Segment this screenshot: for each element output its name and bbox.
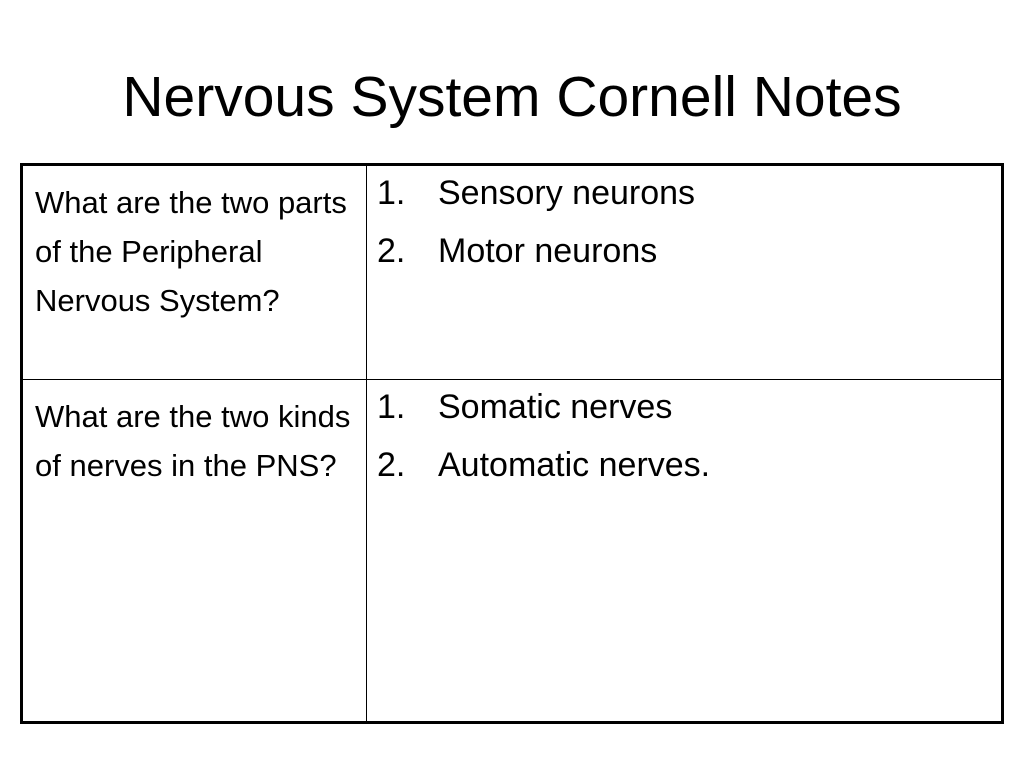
answer-list-1: 1. Sensory neurons 2. Motor neurons: [377, 173, 991, 271]
answer-text: Sensory neurons: [438, 174, 696, 212]
answer-item: 2. Automatic nerves.: [377, 445, 991, 485]
answer-text: Somatic nerves: [438, 388, 673, 426]
answer-item: 2. Motor neurons: [377, 231, 991, 271]
answer-number: 1.: [377, 174, 406, 212]
answer-item: 1. Somatic nerves: [377, 387, 991, 427]
answer-number: 1.: [377, 388, 406, 426]
answer-text: Motor neurons: [438, 232, 658, 270]
question-cell-1: What are the two parts of the Peripheral…: [23, 166, 367, 380]
slide-title: Nervous System Cornell Notes: [122, 65, 902, 129]
answer-cell-1: 1. Sensory neurons 2. Motor neurons: [367, 166, 1001, 380]
answer-list-2: 1. Somatic nerves 2. Automatic nerves.: [377, 387, 991, 485]
answer-number: 2.: [377, 446, 406, 484]
answer-cell-2: 1. Somatic nerves 2. Automatic nerves.: [367, 380, 1001, 721]
answer-number: 2.: [377, 232, 406, 270]
answer-item: 1. Sensory neurons: [377, 173, 991, 213]
answer-text: Automatic nerves.: [438, 446, 711, 484]
question-cell-2: What are the two kinds of nerves in the …: [23, 380, 367, 721]
cornell-notes-table: What are the two parts of the Peripheral…: [20, 163, 1004, 724]
